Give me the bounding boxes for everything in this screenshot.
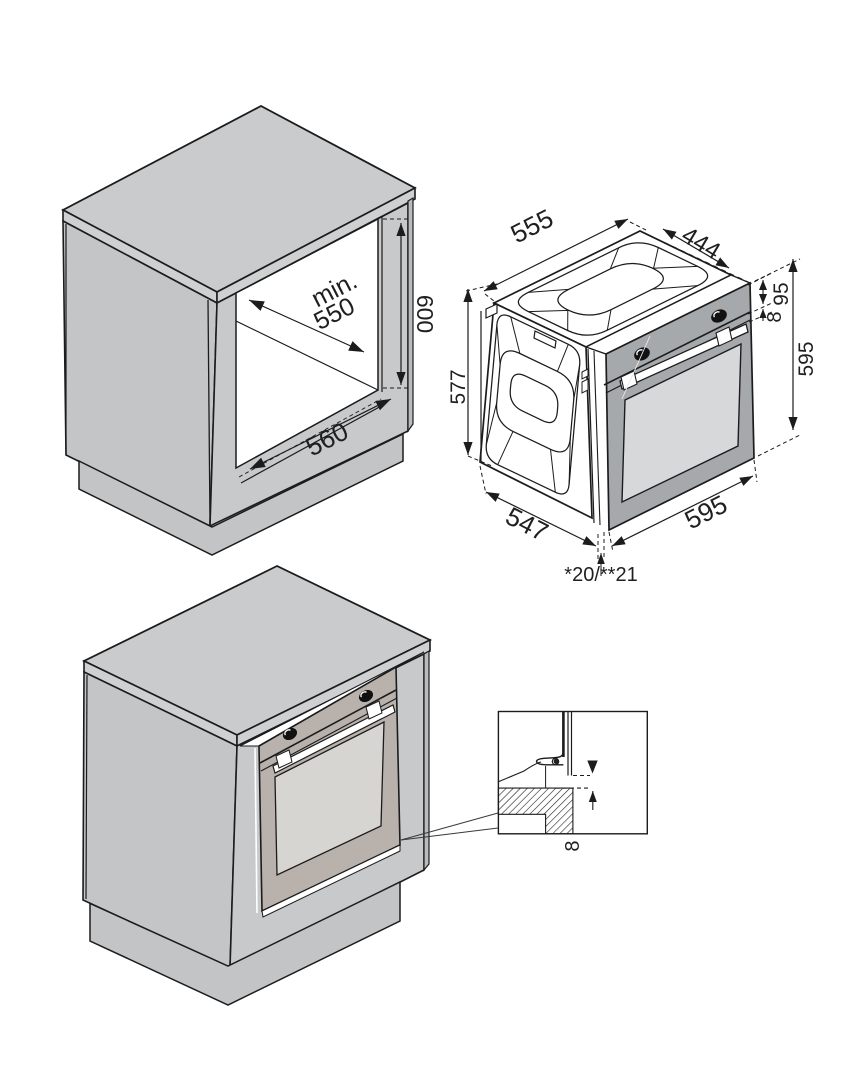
- svg-text:8: 8: [764, 311, 786, 322]
- svg-text:600: 600: [412, 295, 438, 333]
- svg-text:*20/**21: *20/**21: [564, 564, 637, 586]
- svg-text:595: 595: [795, 341, 818, 376]
- svg-text:8: 8: [562, 840, 584, 851]
- svg-text:95: 95: [770, 282, 793, 305]
- svg-text:577: 577: [447, 369, 470, 404]
